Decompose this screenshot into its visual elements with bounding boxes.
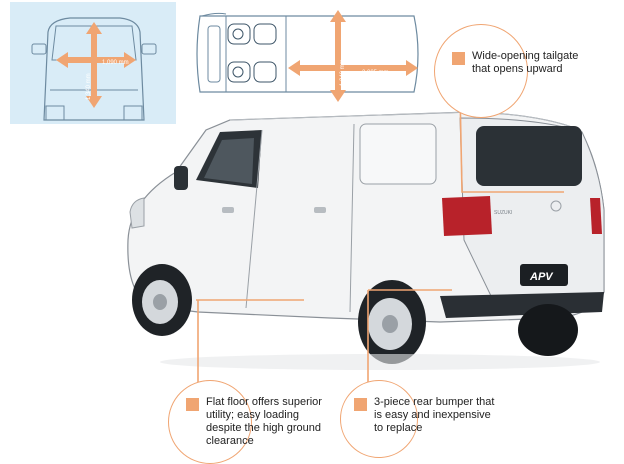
front-width-label: 1,090 mm	[102, 60, 129, 66]
license-plate	[520, 264, 568, 286]
van-illustration: SUZUKI APV	[127, 91, 605, 392]
bumper-marker-icon	[354, 398, 367, 411]
front-height-label: 1,340 mm	[86, 73, 92, 100]
cargo-width-label: 1,340 mm	[340, 59, 346, 86]
tailgate-leader	[459, 91, 564, 193]
bumper-callout-text: 3-piece rear bumper that is easy and ine…	[374, 396, 495, 434]
tailgate-callout-circle	[434, 24, 528, 118]
tail-light-right	[590, 198, 602, 234]
leader-lines	[196, 91, 564, 392]
floor-callout: Flat floor offers superior utility; easy…	[186, 396, 346, 447]
model-badge: APV	[529, 271, 554, 283]
rear-bumper	[440, 292, 604, 318]
front-view-svg: 1,090 mm 1,340 mm	[31, 17, 157, 121]
tailgate-callout-text: Wide-opening tailgate that opens upward	[472, 50, 579, 75]
floor-marker-icon	[186, 398, 199, 411]
floor-callout-text: Flat floor offers superior utility; easy…	[206, 396, 322, 447]
tailgate-marker-icon	[452, 52, 465, 65]
tail-light-left	[442, 196, 492, 236]
side-mirror	[174, 166, 188, 190]
top-view-svg: 2,005 mm 1,340 mm	[196, 10, 419, 102]
bumper-callout: 3-piece rear bumper that is easy and ine…	[354, 396, 534, 436]
rear-window	[476, 126, 582, 186]
cargo-length-label: 2,005 mm	[362, 70, 389, 76]
side-window	[359, 123, 437, 185]
tailgate-callout: Wide-opening tailgate that opens upward	[452, 50, 622, 82]
brand-badge: SUZUKI	[494, 210, 512, 216]
front-view-diagram: 1,090 mm 1,340 mm	[10, 2, 176, 124]
top-view-diagram: 2,005 mm 1,340 mm	[186, 4, 428, 104]
